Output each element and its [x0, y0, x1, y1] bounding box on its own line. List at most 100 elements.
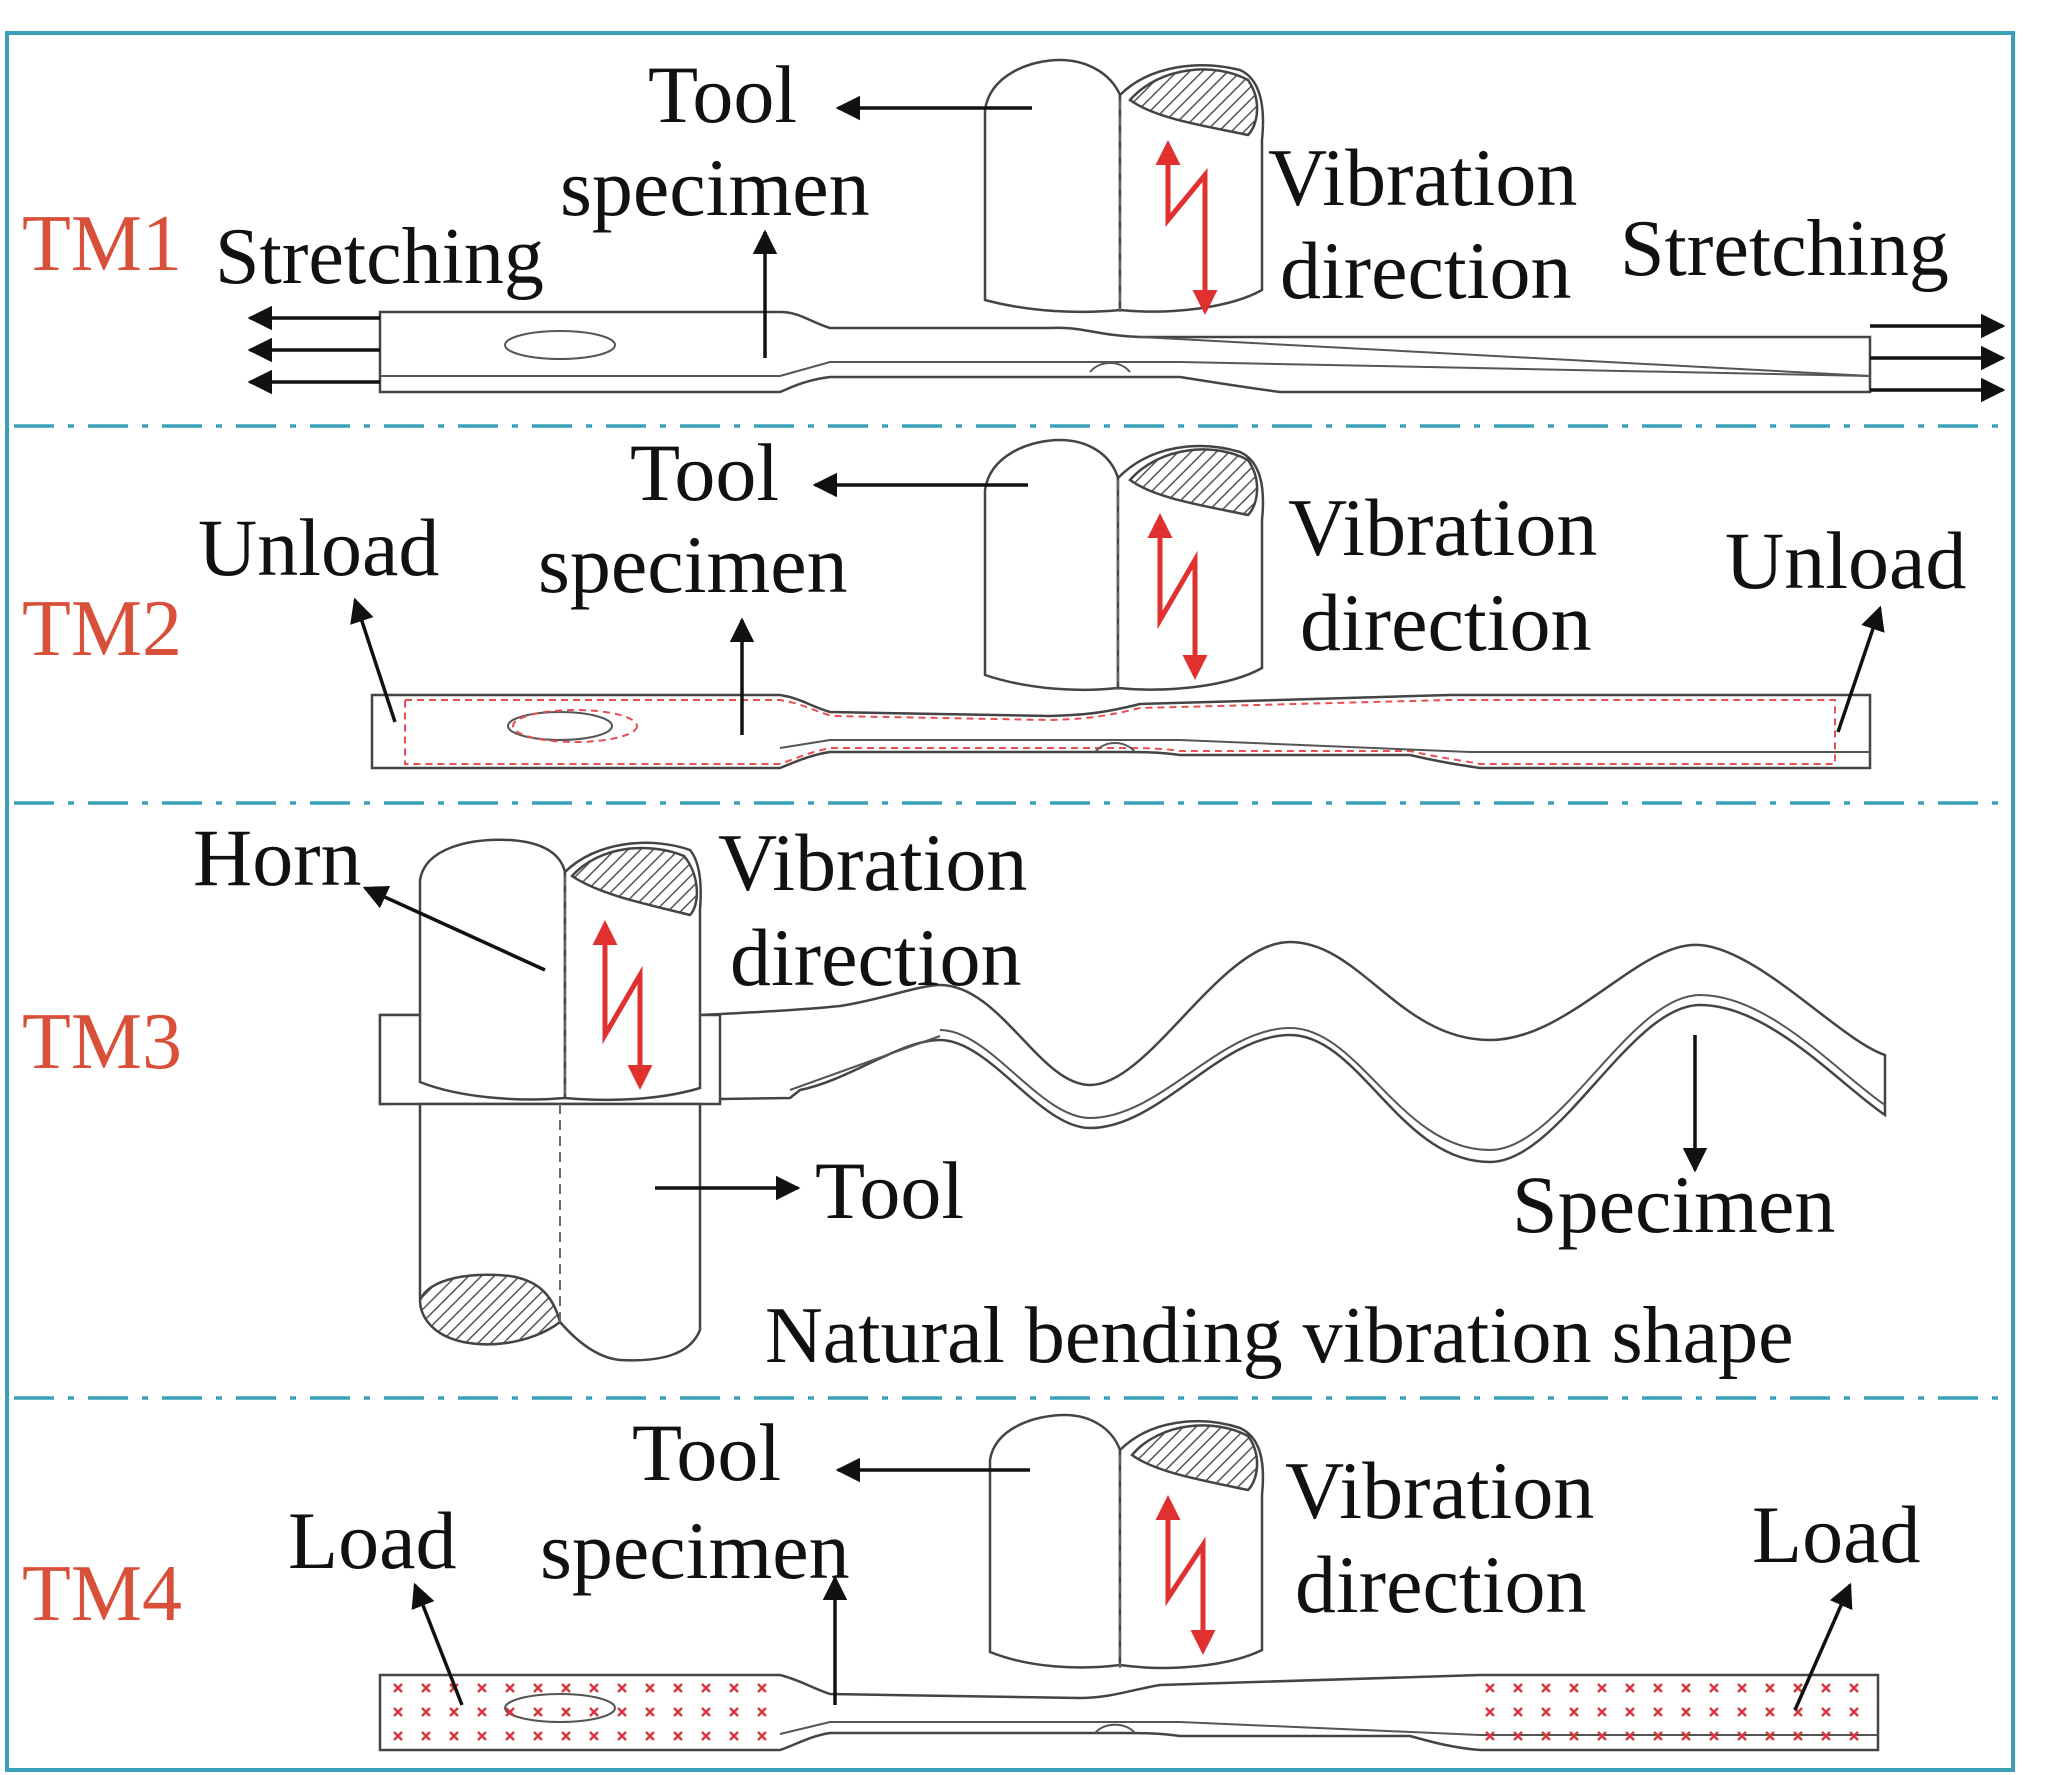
- tm2-right-unload-pointer: [1836, 605, 1885, 733]
- tm2-tool-label: Tool: [630, 427, 779, 518]
- load-mark: [589, 1731, 599, 1741]
- load-mark: [1793, 1731, 1803, 1741]
- load-mark: [1737, 1707, 1747, 1717]
- load-mark: [589, 1683, 599, 1693]
- load-mark: [1821, 1683, 1831, 1693]
- load-mark: [1513, 1707, 1523, 1717]
- load-mark: [477, 1707, 487, 1717]
- tm2-right-label: Unload: [1725, 515, 1966, 606]
- load-mark: [421, 1707, 431, 1717]
- load-mark: [673, 1731, 683, 1741]
- load-mark: [1709, 1683, 1719, 1693]
- load-mark: [505, 1707, 515, 1717]
- load-mark: [1513, 1731, 1523, 1741]
- load-mark: [477, 1683, 487, 1693]
- tm4-tool-body: [988, 1413, 1265, 1670]
- tm2-specimen-label: specimen: [538, 519, 848, 610]
- load-mark: [1485, 1707, 1495, 1717]
- load-mark: [393, 1707, 403, 1717]
- tm2-left-unload-pointer: [350, 597, 397, 723]
- load-mark: [1821, 1731, 1831, 1741]
- load-mark: [1793, 1683, 1803, 1693]
- load-mark: [561, 1683, 571, 1693]
- tm1-tool-body: [983, 58, 1265, 314]
- load-mark: [1569, 1683, 1579, 1693]
- load-mark: [561, 1731, 571, 1741]
- load-mark: [1513, 1683, 1523, 1693]
- load-mark: [1485, 1683, 1495, 1693]
- load-mark: [645, 1731, 655, 1741]
- panel-tm3: TM3 Horn Vibration direction Tool Speci: [22, 812, 1887, 1380]
- load-mark: [729, 1707, 739, 1717]
- tm2-vibration-label-1: Vibration: [1288, 482, 1597, 573]
- tm3-tool-label: Tool: [815, 1145, 964, 1236]
- tm3-vibration-label-2: direction: [730, 912, 1021, 1003]
- load-mark: [1541, 1707, 1551, 1717]
- tm2-tool-body: [983, 438, 1265, 692]
- load-mark: [1653, 1707, 1663, 1717]
- load-mark: [617, 1707, 627, 1717]
- load-mark: [449, 1707, 459, 1717]
- load-mark: [701, 1683, 711, 1693]
- load-mark: [1849, 1731, 1859, 1741]
- tm1-stretching-arrows-right: [1870, 313, 2006, 403]
- load-mark: [1737, 1683, 1747, 1693]
- tm2-mode-label: TM2: [22, 585, 182, 673]
- load-mark: [393, 1683, 403, 1693]
- load-mark: [1681, 1683, 1691, 1693]
- load-mark: [477, 1731, 487, 1741]
- tm3-specimen-label: Specimen: [1512, 1159, 1835, 1250]
- tm1-vibration-label-2: direction: [1280, 225, 1571, 316]
- load-mark: [617, 1683, 627, 1693]
- tm1-vibration-label-1: Vibration: [1268, 132, 1577, 223]
- load-mark: [1541, 1683, 1551, 1693]
- tm4-right-load-pointer: [1793, 1582, 1853, 1711]
- load-mark: [505, 1683, 515, 1693]
- load-mark: [533, 1707, 543, 1717]
- tm1-right-label: Stretching: [1620, 205, 1949, 293]
- tm3-caption: Natural bending vibration shape: [765, 1292, 1794, 1380]
- tm1-vibration-arrow: [1155, 140, 1218, 315]
- load-mark: [1849, 1707, 1859, 1717]
- load-mark: [617, 1731, 627, 1741]
- load-mark: [729, 1731, 739, 1741]
- tm3-tool-body: [418, 1102, 702, 1362]
- load-mark: [1569, 1731, 1579, 1741]
- tm2-vibration-arrow: [1147, 513, 1208, 680]
- load-mark: [421, 1731, 431, 1741]
- load-mark: [1653, 1731, 1663, 1741]
- tm2-left-label: Unload: [198, 502, 439, 593]
- load-mark: [1653, 1683, 1663, 1693]
- tm3-vibration-label-1: Vibration: [718, 817, 1027, 908]
- panel-tm4: TM4 Tool specimen Load Vibration directi…: [22, 1407, 1920, 1752]
- load-mark: [701, 1707, 711, 1717]
- load-mark: [1681, 1707, 1691, 1717]
- load-mark: [1597, 1683, 1607, 1693]
- load-mark: [1597, 1707, 1607, 1717]
- load-mark: [1625, 1683, 1635, 1693]
- tm4-vibration-arrow: [1155, 1495, 1216, 1655]
- tm4-left-load-pointer: [411, 1582, 464, 1706]
- load-mark: [757, 1683, 767, 1693]
- tm3-horn-body: [418, 838, 702, 1102]
- load-mark: [449, 1731, 459, 1741]
- load-mark: [505, 1731, 515, 1741]
- panel-tm2: TM2 Tool specimen Unload Vibration direc…: [22, 427, 1966, 770]
- load-mark: [533, 1731, 543, 1741]
- load-mark: [1541, 1731, 1551, 1741]
- load-mark: [673, 1707, 683, 1717]
- load-mark: [673, 1683, 683, 1693]
- load-mark: [421, 1683, 431, 1693]
- load-mark: [1849, 1683, 1859, 1693]
- tm1-stretching-arrows-left: [247, 305, 380, 395]
- load-mark: [757, 1731, 767, 1741]
- load-mark: [533, 1683, 543, 1693]
- tm1-tool-label: Tool: [648, 49, 797, 140]
- tm4-vibration-label-1: Vibration: [1285, 1445, 1594, 1536]
- tm4-vibration-label-2: direction: [1295, 1539, 1586, 1630]
- tm4-load-marks-left: [393, 1683, 767, 1741]
- tm3-vibration-arrow: [592, 920, 653, 1090]
- load-mark: [1625, 1731, 1635, 1741]
